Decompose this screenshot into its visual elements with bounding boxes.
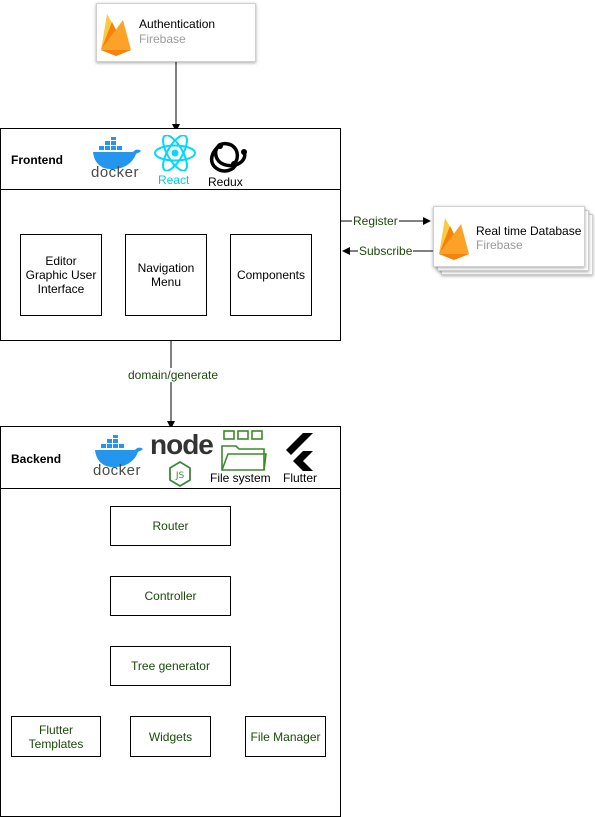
flutter-templates-label: Flutter Templates — [28, 722, 84, 751]
navigation-menu-module[interactable]: Navigation Menu — [125, 234, 207, 316]
tree-generator-label: Tree generator — [131, 659, 210, 673]
docker-wordmark: docker — [93, 462, 142, 479]
file-manager-label: File Manager — [250, 729, 321, 744]
firebase-icon — [439, 218, 469, 260]
edge-label-domain-generate: domain/generate — [126, 368, 221, 382]
database-subtitle: Firebase — [476, 238, 523, 252]
auth-subtitle: Firebase — [139, 32, 186, 46]
components-module[interactable]: Components — [230, 234, 312, 316]
components-label: Components — [236, 268, 306, 282]
tree-generator-node[interactable]: Tree generator — [110, 646, 231, 686]
database-firebase-card[interactable]: Real time Database Firebase — [433, 206, 585, 267]
docker-icon — [93, 137, 141, 170]
frontend-divider — [1, 189, 340, 190]
editor-gui-module[interactable]: Editor Graphic User Interface — [20, 234, 102, 316]
redux-label: Redux — [208, 175, 243, 189]
database-title: Real time Database — [476, 224, 582, 238]
react-label: React — [158, 173, 190, 187]
controller-node[interactable]: Controller — [110, 576, 231, 616]
navigation-menu-label: Navigation Menu — [137, 261, 195, 289]
docker-icon — [95, 435, 143, 468]
editor-gui-label: Editor Graphic User Interface — [25, 254, 97, 296]
frontend-label: Frontend — [11, 153, 63, 167]
flutter-label: Flutter — [283, 471, 318, 485]
docker-wordmark: docker — [91, 164, 140, 181]
widgets-node[interactable]: Widgets — [130, 716, 211, 757]
nodejs-hexagon-icon: JS — [169, 461, 191, 487]
firebase-icon — [101, 14, 131, 56]
backend-divider — [1, 488, 340, 489]
controller-label: Controller — [144, 589, 197, 603]
backend-label: Backend — [11, 452, 62, 466]
file-system-icon — [221, 430, 267, 471]
file-system-label: File system — [210, 471, 271, 485]
react-icon — [154, 135, 196, 171]
router-label: Router — [152, 519, 189, 533]
redux-icon — [209, 141, 247, 173]
node-wordmark: node — [150, 429, 214, 460]
auth-title: Authentication — [139, 17, 216, 31]
edge-label-register: Register — [352, 214, 399, 228]
auth-firebase-card[interactable]: Authentication Firebase — [96, 3, 256, 62]
router-node[interactable]: Router — [110, 506, 231, 546]
flutter-templates-node[interactable]: Flutter Templates — [11, 716, 101, 757]
edge-label-subscribe: Subscribe — [358, 244, 414, 258]
file-manager-node[interactable]: File Manager — [245, 716, 326, 757]
frontend-container: Frontend docker React Redux Edit — [0, 128, 341, 341]
svg-text:JS: JS — [175, 471, 185, 481]
flutter-icon — [286, 433, 313, 471]
widgets-label: Widgets — [148, 729, 193, 744]
backend-container: Backend docker node JS File system Flutt… — [0, 426, 341, 817]
